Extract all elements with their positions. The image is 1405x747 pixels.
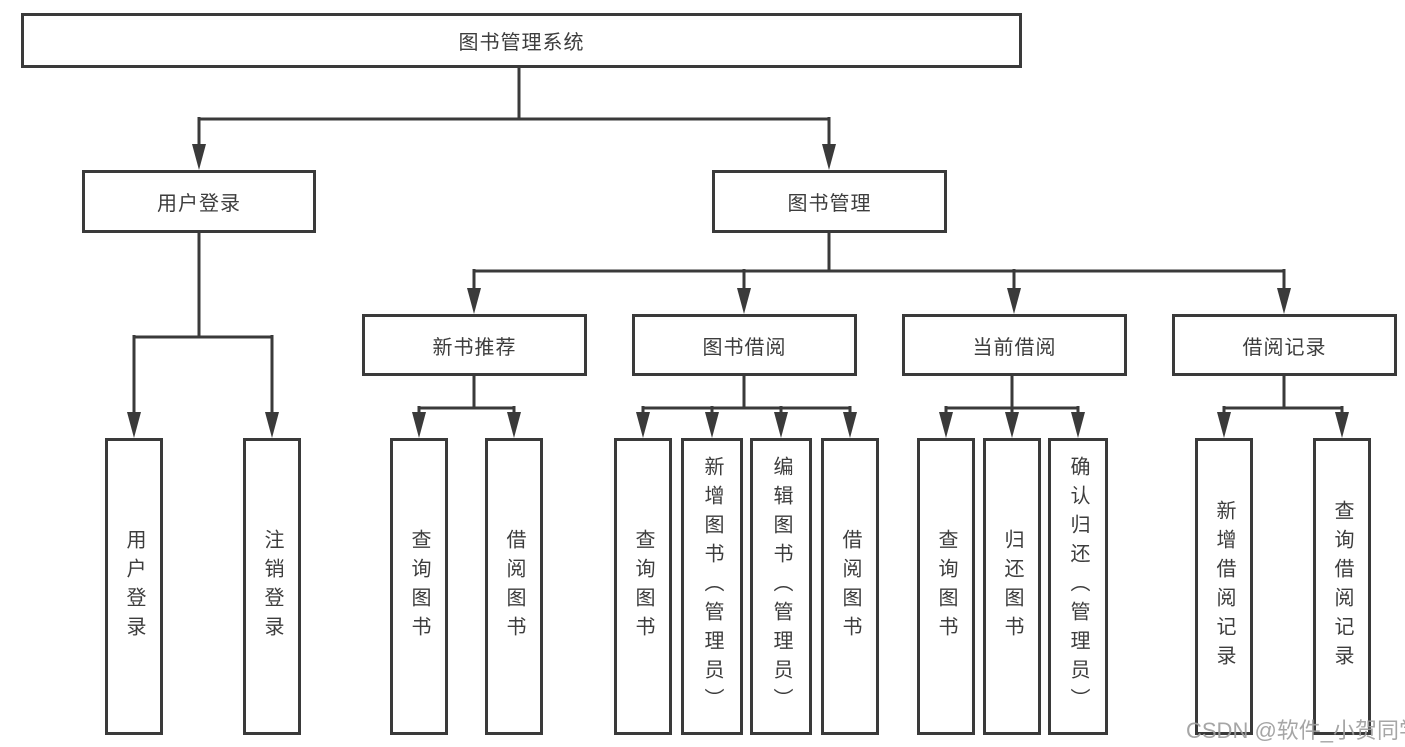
leaf-borrow-books-recommend: 借阅图书 [485,438,543,735]
leaf-logout-login: 注销登录 [243,438,301,735]
leaf-borrow-books: 借阅图书 [821,438,879,735]
node-user-login-label: 用户登录 [157,193,241,215]
node-new-book-recommend-label: 新书推荐 [432,336,517,359]
leaf-confirm-return-admin: 确认归还（管理员） [1048,438,1108,735]
leaf-user-login-label: 用户登录 [123,528,145,645]
leaf-query-books-recommend: 查询图书 [390,438,448,735]
csdn-watermark: CSDN @软件_小贺同学 [1186,718,1405,743]
leaf-add-borrow-record-label: 新增借阅记录 [1213,499,1235,674]
node-new-book-recommend: 新书推荐 [362,314,587,376]
leaf-query-books-current-label: 查询图书 [935,528,957,645]
node-user-login: 用户登录 [82,170,316,233]
leaf-query-borrow-record: 查询借阅记录 [1313,438,1371,735]
leaf-query-books-borrow: 查询图书 [614,438,672,735]
node-book-borrow: 图书借阅 [632,314,857,376]
leaf-edit-books-admin: 编辑图书（管理员） [750,438,812,735]
leaf-query-borrow-record-label: 查询借阅记录 [1331,499,1353,674]
leaf-return-books-label: 归还图书 [1001,528,1023,645]
leaf-return-books: 归还图书 [983,438,1041,735]
leaf-query-books-borrow-label: 查询图书 [632,528,654,645]
leaf-add-books-admin-label: 新增图书（管理员） [701,456,723,717]
leaf-query-books-recommend-label: 查询图书 [408,528,430,645]
node-borrow-records-label: 借阅记录 [1242,336,1327,359]
node-current-borrow: 当前借阅 [902,314,1127,376]
leaf-borrow-books-label: 借阅图书 [839,528,861,645]
node-borrow-records: 借阅记录 [1172,314,1397,376]
leaf-query-books-current: 查询图书 [917,438,975,735]
leaf-borrow-books-recommend-label: 借阅图书 [503,528,525,645]
node-book-borrow-label: 图书借阅 [702,336,787,359]
leaf-confirm-return-admin-label: 确认归还（管理员） [1067,456,1089,717]
node-book-management: 图书管理 [712,170,947,233]
leaf-edit-books-admin-label: 编辑图书（管理员） [770,456,792,717]
node-current-borrow-label: 当前借阅 [972,336,1057,359]
leaf-add-books-admin: 新增图书（管理员） [681,438,743,735]
node-root-system: 图书管理系统 [21,13,1022,68]
arrowhead-icons [127,144,1349,438]
node-root-label: 图书管理系统 [458,32,585,54]
leaf-add-borrow-record: 新增借阅记录 [1195,438,1253,735]
leaf-logout-login-label: 注销登录 [261,528,283,645]
node-book-management-label: 图书管理 [787,193,872,215]
leaf-user-login: 用户登录 [105,438,163,735]
